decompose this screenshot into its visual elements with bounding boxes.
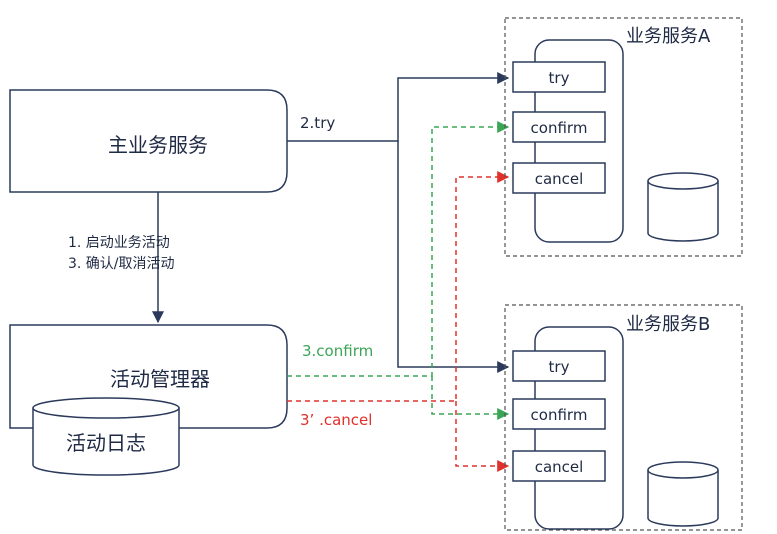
service-b-confirm-label: confirm xyxy=(531,406,588,424)
activity-log-database xyxy=(32,397,180,476)
service-a-title: 业务服务A xyxy=(626,26,711,47)
service-b-confirm-box[interactable] xyxy=(512,398,606,430)
try-line-main xyxy=(287,72,510,142)
activity-log-label: 活动日志 xyxy=(66,431,146,455)
service-a-database-icon xyxy=(647,172,719,242)
step-3-label: 3. 确认/取消活动 xyxy=(68,256,175,272)
confirm-line-branch-b xyxy=(431,376,510,420)
service-a-cancel-label: cancel xyxy=(535,170,584,188)
service-b: 业务服务B try confirm cancel xyxy=(504,304,743,531)
confirm-line xyxy=(287,121,510,377)
try-line-branch-b xyxy=(397,141,510,373)
cancel-line-branch-b xyxy=(455,401,510,472)
service-a-cancel-box[interactable] xyxy=(512,162,606,194)
service-b-cancel-box[interactable] xyxy=(512,450,606,482)
service-b-database-icon xyxy=(647,461,719,527)
cancel-flow-label: 3’ .cancel xyxy=(300,411,372,429)
service-a-try-box[interactable] xyxy=(512,61,606,93)
activity-manager-label: 活动管理器 xyxy=(110,367,210,391)
service-a-confirm-box[interactable] xyxy=(512,111,606,143)
service-a-try-label: try xyxy=(549,69,570,87)
service-b-try-label: try xyxy=(549,358,570,376)
cancel-line xyxy=(287,171,510,402)
service-a-confirm-label: confirm xyxy=(531,119,588,137)
service-b-cancel-label: cancel xyxy=(535,458,584,476)
main-service-label: 主业务服务 xyxy=(108,133,208,157)
service-b-try-box[interactable] xyxy=(512,350,606,382)
main-service-box xyxy=(9,89,288,193)
step-1-label: 1. 启动业务活动 xyxy=(68,235,170,251)
service-a: 业务服务A try confirm cancel xyxy=(504,17,743,257)
service-b-title: 业务服务B xyxy=(626,314,710,335)
confirm-flow-label: 3.confirm xyxy=(302,342,373,360)
try-flow-label: 2.try xyxy=(300,114,335,132)
